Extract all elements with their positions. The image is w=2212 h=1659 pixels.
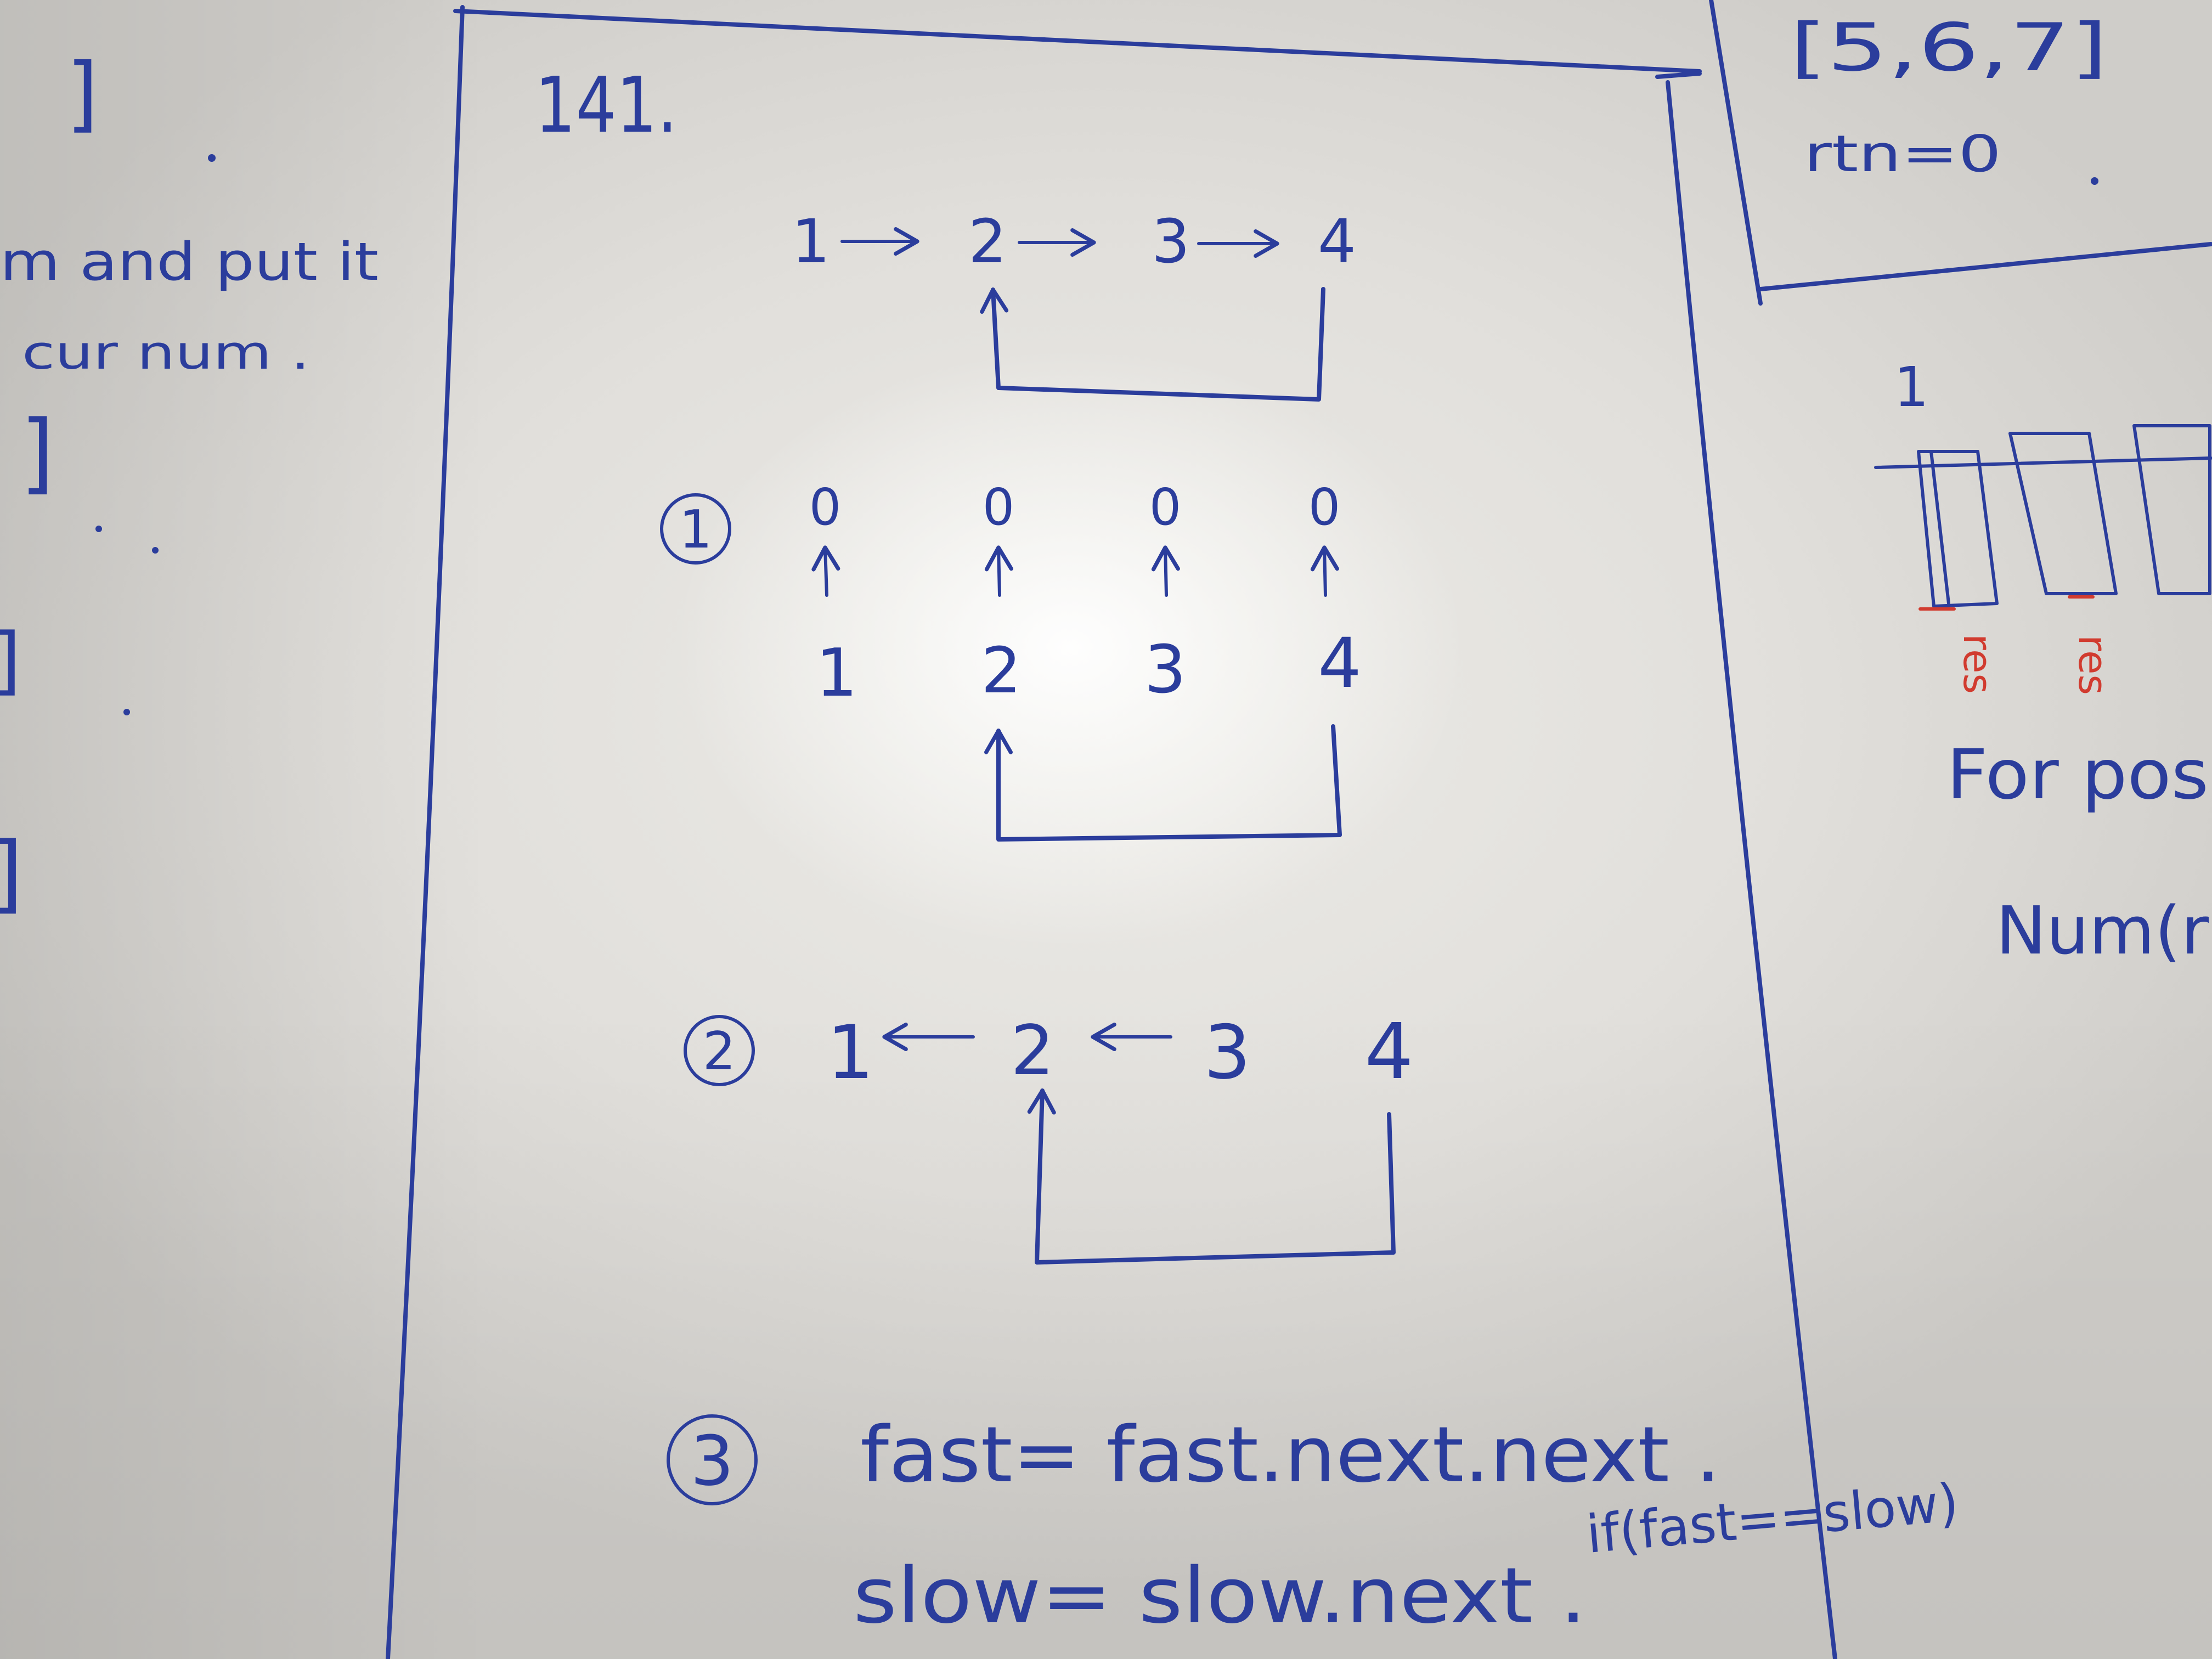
- right-page-divider-line: [1758, 242, 2212, 291]
- up-arrow: [1310, 545, 1339, 597]
- list-node: 1: [816, 635, 857, 712]
- bar: [2132, 424, 2211, 595]
- problem-number-title: 141.: [535, 61, 678, 150]
- right-note-line-2: Num(r: [1996, 893, 2209, 969]
- red-bar-label: res: [1955, 634, 2001, 694]
- ink-dot: [208, 154, 216, 162]
- bar-sketch: 1 res res: [1874, 355, 2212, 695]
- right-page-left-border: [1709, 0, 1763, 306]
- list-node: 4: [1318, 206, 1356, 276]
- up-arrow: [1151, 545, 1180, 597]
- list-node: 2: [981, 634, 1021, 708]
- list-node: 4: [1318, 624, 1362, 703]
- list-node: 2: [968, 206, 1007, 276]
- step-marker-number: 2: [703, 1022, 736, 1082]
- linked-list-diagram: 1 2 3 4: [792, 206, 1356, 402]
- left-note-line-1: m and put it: [0, 232, 379, 292]
- bar: [1917, 450, 1999, 608]
- left-bracket: ]: [0, 617, 21, 703]
- step-2-diagram: 2 1 2 3 4: [684, 1007, 1414, 1265]
- visited-value: 0: [1308, 478, 1341, 537]
- bar-top-line: [1874, 456, 2212, 469]
- left-top-bracket: ]: [66, 46, 99, 142]
- middle-page-top-border: [453, 9, 1702, 74]
- visited-value: 0: [1149, 478, 1182, 537]
- left-note-line-2: cur num .: [22, 326, 310, 380]
- array-literal: [5,6,7]: [1790, 10, 2108, 86]
- up-arrow: [811, 545, 840, 597]
- red-bar-label: res: [2070, 635, 2116, 695]
- left-bracket: ]: [0, 823, 23, 923]
- step-marker-circle: [684, 1015, 755, 1086]
- visited-value: 0: [809, 478, 842, 537]
- middle-page-corner-stroke: [1655, 71, 1702, 79]
- step-1-diagram: 1 0 0 0 0 1 2 3 4: [660, 478, 1362, 842]
- bar-inner-line: [1929, 450, 1950, 605]
- return-init: rtn=0: [1804, 125, 2001, 183]
- up-arrow: [984, 545, 1013, 597]
- list-node: 1: [792, 206, 830, 276]
- slow-pointer-line: slow= slow.next .: [853, 1551, 1587, 1641]
- cycle-back-arrow: [1027, 1088, 1396, 1265]
- middle-page-left-border: [386, 5, 465, 1659]
- step-marker-circle: [660, 493, 731, 565]
- visited-value: 0: [983, 478, 1015, 537]
- list-node: 3: [1144, 632, 1186, 708]
- right-note-line-1: For pos: [1946, 735, 2209, 815]
- list-node: 3: [1204, 1009, 1251, 1096]
- cycle-back-arrow: [984, 724, 1342, 842]
- bar-height-label: 1: [1894, 355, 1929, 419]
- list-node: 3: [1152, 206, 1190, 276]
- bar: [2008, 432, 2118, 595]
- ink-dot: [2091, 177, 2098, 185]
- step-3-notes: 3 fast= fast.next.next . slow= slow.next…: [667, 1410, 1961, 1641]
- ink-dot: [152, 547, 159, 554]
- middle-page-right-border: [1666, 80, 1837, 1659]
- list-node: 4: [1364, 1007, 1413, 1097]
- cycle-back-arrow: [980, 287, 1325, 402]
- ink-dot: [123, 709, 130, 715]
- ink-dot: [95, 526, 102, 532]
- list-node: 1: [827, 1009, 874, 1096]
- step-marker-circle: [667, 1414, 758, 1505]
- fast-pointer-line: fast= fast.next.next .: [860, 1410, 1721, 1500]
- step-marker-number: 3: [690, 1421, 734, 1501]
- list-node: 2: [1011, 1011, 1054, 1091]
- left-bracket: ]: [20, 401, 54, 504]
- step-marker-number: 1: [679, 500, 712, 560]
